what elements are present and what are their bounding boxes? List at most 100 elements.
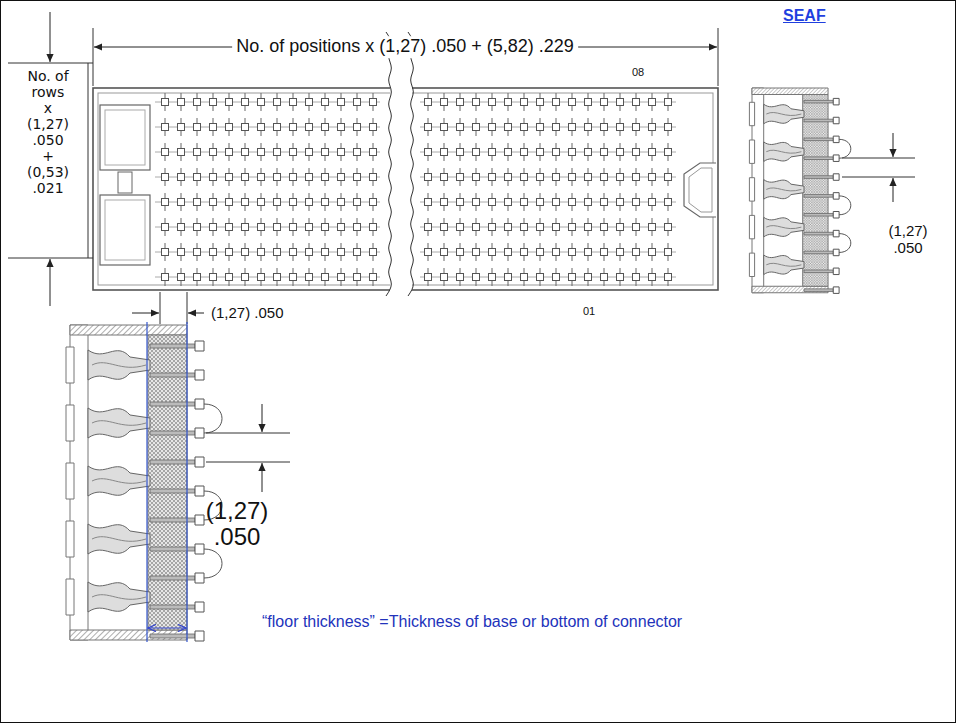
housing-floor: [803, 95, 828, 287]
contact-pad: [274, 199, 281, 206]
housing-floor: [148, 335, 187, 630]
contact-pad: [665, 124, 672, 131]
contact-pad: [473, 149, 480, 156]
contact-pad: [649, 174, 656, 181]
contact-pad: [505, 149, 512, 156]
contact-pad: [338, 249, 345, 256]
contact-pad: [569, 174, 576, 181]
contact-pad: [274, 224, 281, 231]
contact-pad: [441, 199, 448, 206]
contact-pad: [441, 149, 448, 156]
extension-line: [8, 258, 93, 259]
contact-pad: [322, 224, 329, 231]
contact-pad: [226, 224, 233, 231]
contact-pad: [194, 224, 201, 231]
contact-pad: [274, 99, 281, 106]
contact-spring: [88, 408, 150, 438]
contact-pad: [585, 224, 592, 231]
contact-pad: [489, 274, 496, 281]
contact-pad: [505, 174, 512, 181]
contact-pad: [425, 99, 432, 106]
contact-lead: [804, 251, 833, 254]
contact-pad: [338, 199, 345, 206]
contact-lead: [150, 344, 195, 348]
contact-spring-inner: [766, 188, 801, 191]
contact-pad: [521, 149, 528, 156]
dimension-arrow: [893, 133, 894, 157]
contact-pad: [633, 249, 640, 256]
contact-pad: [489, 224, 496, 231]
contact-lead: [150, 489, 195, 493]
contact-pad: [338, 149, 345, 156]
contact-pad: [569, 199, 576, 206]
solder-tail: [195, 602, 204, 612]
contact-pad: [290, 199, 297, 206]
contact-pad: [178, 224, 185, 231]
contact-pad: [617, 274, 624, 281]
contact-pad: [537, 274, 544, 281]
contact-pad: [354, 149, 361, 156]
contact-pad: [290, 99, 297, 106]
solder-tail: [195, 486, 204, 496]
housing-top-plate: [752, 88, 828, 95]
contact-pad: [306, 199, 313, 206]
solder-tail: [833, 117, 839, 124]
contact-pad: [585, 274, 592, 281]
contact-pad: [162, 99, 169, 106]
break-line: [386, 32, 391, 296]
contact-pad: [242, 149, 249, 156]
dimension-arrow: [188, 313, 204, 314]
contact-pad: [617, 224, 624, 231]
solder-tail: [833, 268, 839, 275]
solder-tail: [833, 249, 839, 256]
contact-pad: [617, 149, 624, 156]
contact-pad: [226, 124, 233, 131]
contact-pad: [585, 149, 592, 156]
contact-pad: [585, 199, 592, 206]
contact-pad: [521, 199, 528, 206]
contact-pad: [425, 224, 432, 231]
contact-pad: [194, 249, 201, 256]
contact-pad: [601, 174, 608, 181]
row-number: 08: [632, 66, 644, 79]
contact-pad: [489, 249, 496, 256]
break-gap: [390, 30, 412, 302]
contact-pad: [338, 174, 345, 181]
small-cross-section: [749, 88, 850, 293]
contact-pad: [537, 199, 544, 206]
contact-pad: [473, 249, 480, 256]
contact-pad: [473, 99, 480, 106]
housing-notch: [66, 579, 74, 615]
contact-pad: [569, 149, 576, 156]
solder-tail: [195, 341, 204, 351]
contact-pad: [194, 199, 201, 206]
contact-pad: [441, 274, 448, 281]
contact-pad: [537, 174, 544, 181]
contact-row-line: [155, 152, 380, 153]
latch-inner: [105, 200, 145, 260]
contact-pad: [569, 274, 576, 281]
contact-pad: [649, 99, 656, 106]
contact-pad: [489, 174, 496, 181]
contact-pad: [210, 274, 217, 281]
series-name: SEAF: [783, 6, 826, 25]
contact-pad: [258, 199, 265, 206]
pitch-dimension: (1,27) .050: [200, 498, 274, 550]
contact-pad: [258, 124, 265, 131]
contact-pad: [226, 99, 233, 106]
contact-row-line: [155, 227, 380, 228]
contact-spring: [764, 104, 804, 124]
contact-pad: [370, 249, 377, 256]
contact-pad: [354, 124, 361, 131]
contact-spring-inner: [766, 112, 801, 115]
contact-pad: [473, 174, 480, 181]
contact-pad: [370, 274, 377, 281]
contact-pad: [322, 149, 329, 156]
contact-pad: [425, 274, 432, 281]
contact-pad: [242, 249, 249, 256]
solder-tail: [833, 212, 839, 219]
contact-lead: [804, 119, 833, 122]
contact-pad: [226, 274, 233, 281]
